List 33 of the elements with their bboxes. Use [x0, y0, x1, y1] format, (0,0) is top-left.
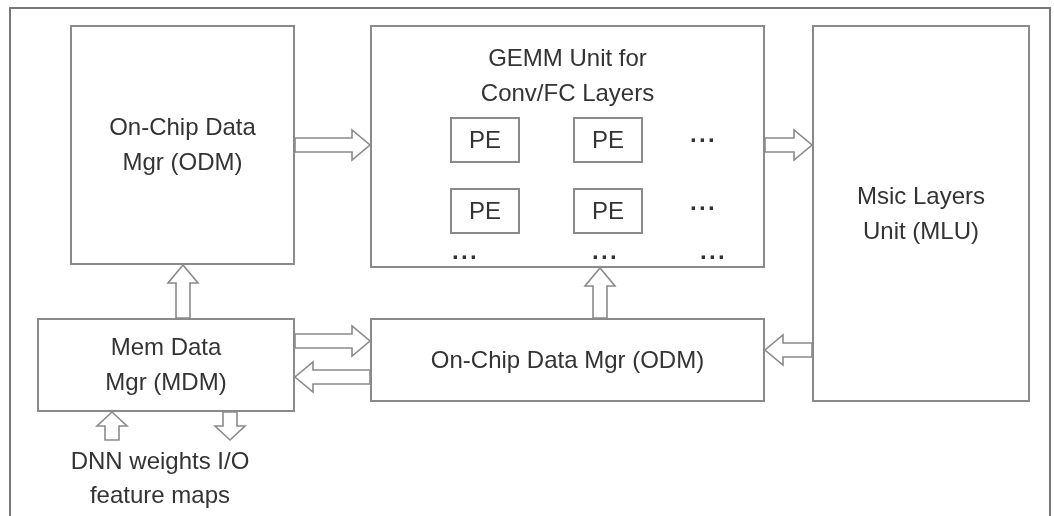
ellipsis-label: ···: [592, 245, 619, 269]
unit-box: [812, 25, 1030, 402]
block-arrow: [94, 410, 130, 441]
block-arrow: [583, 266, 617, 319]
unit-label: Msic Layers Unit (MLU): [856, 180, 986, 246]
unit-label: PE: [469, 124, 501, 155]
unit-label: PE: [592, 124, 624, 155]
unit-title: GEMM Unit for Conv/FC Layers: [479, 43, 656, 108]
ellipsis-label: ···: [700, 245, 727, 269]
block-arrow: [763, 333, 813, 367]
ellipsis-label: ···: [690, 128, 717, 152]
pe-box: [450, 188, 520, 234]
block-arrow: [294, 128, 372, 162]
unit-box: [370, 318, 765, 402]
unit-label: On-Chip Data Mgr (ODM): [430, 344, 705, 375]
unit-label: On-Chip Data Mgr (ODM): [108, 112, 257, 177]
block-arrow: [212, 411, 248, 442]
unit-box: [370, 25, 765, 268]
unit-label: PE: [592, 195, 624, 226]
pe-box: [450, 117, 520, 163]
unit-box: [70, 25, 295, 265]
block-arrow: [764, 128, 814, 162]
block-arrow: [294, 324, 372, 358]
pe-box: [573, 188, 643, 234]
io-label: DNN weights I/O feature maps: [69, 446, 251, 510]
unit-box: [37, 318, 295, 412]
block-arrow: [166, 263, 200, 319]
ellipsis-label: ···: [690, 196, 717, 220]
pe-box: [573, 117, 643, 163]
unit-label: Mem Data Mgr (MDM): [104, 332, 228, 397]
unit-label: PE: [469, 195, 501, 226]
block-arrow: [293, 360, 371, 394]
ellipsis-label: ···: [452, 245, 479, 269]
